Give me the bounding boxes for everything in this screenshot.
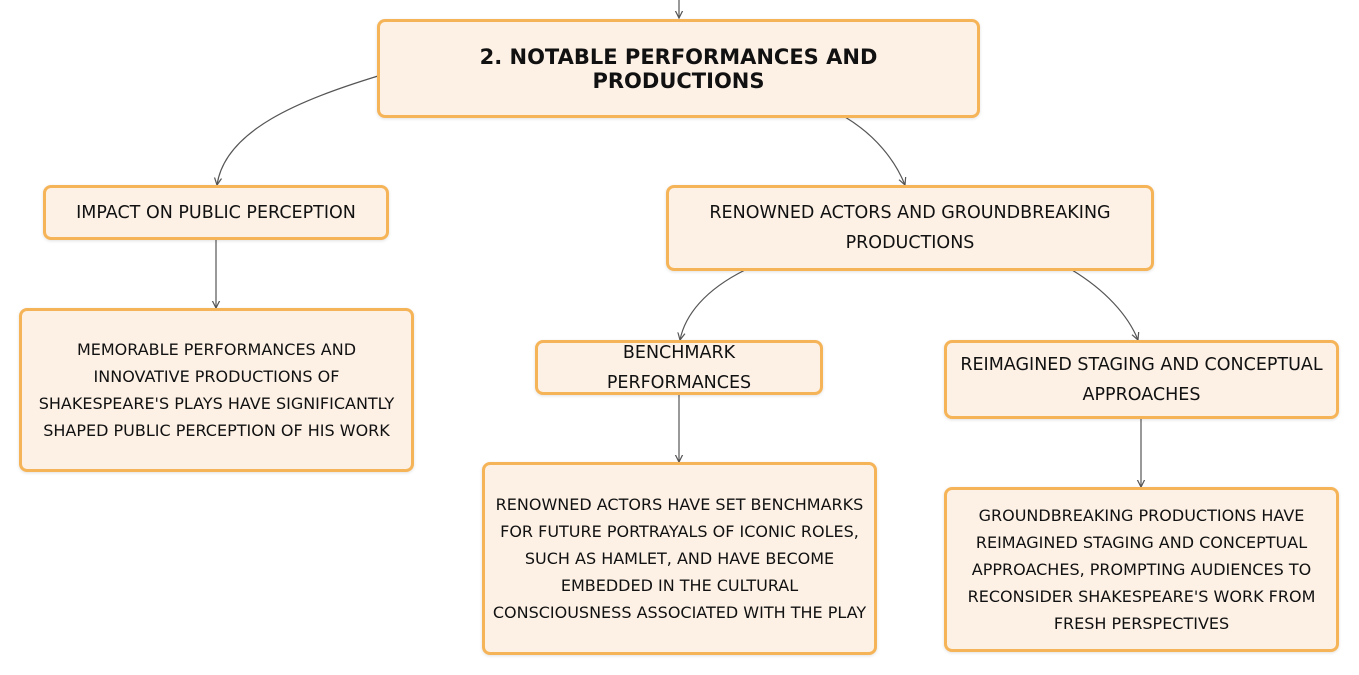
impact-node-label: IMPACT ON PUBLIC PERCEPTION xyxy=(76,202,356,223)
connector-root-impact xyxy=(217,75,379,185)
reimagined-detail-text: GROUNDBREAKING PRODUCTIONS HAVE REIMAGIN… xyxy=(967,506,1316,633)
benchmark-detail-node[interactable]: RENOWNED ACTORS HAVE SET BENCHMARKS FOR … xyxy=(482,462,877,655)
impact-node[interactable]: IMPACT ON PUBLIC PERCEPTION xyxy=(43,185,389,240)
connector-renowned-benchmark xyxy=(680,269,746,340)
connector-renowned-reimagined xyxy=(1071,269,1138,340)
benchmark-detail-text: RENOWNED ACTORS HAVE SET BENCHMARKS FOR … xyxy=(492,495,867,622)
root-node[interactable]: 2. NOTABLE PERFORMANCES AND PRODUCTIONS xyxy=(377,19,980,118)
impact-detail-text: MEMORABLE PERFORMANCES AND INNOVATIVE PR… xyxy=(38,340,395,440)
reimagined-detail-node[interactable]: GROUNDBREAKING PRODUCTIONS HAVE REIMAGIN… xyxy=(944,487,1339,652)
impact-detail-node[interactable]: MEMORABLE PERFORMANCES AND INNOVATIVE PR… xyxy=(19,308,414,472)
reimagined-node[interactable]: REIMAGINED STAGING AND CONCEPTUAL APPROA… xyxy=(944,340,1339,419)
connector-root-renowned xyxy=(844,116,905,185)
benchmark-node[interactable]: BENCHMARK PERFORMANCES xyxy=(535,340,823,395)
renowned-node[interactable]: RENOWNED ACTORS AND GROUNDBREAKING PRODU… xyxy=(666,185,1154,271)
reimagined-node-label: REIMAGINED STAGING AND CONCEPTUAL APPROA… xyxy=(960,354,1323,405)
root-node-label: 2. NOTABLE PERFORMANCES AND PRODUCTIONS xyxy=(479,44,878,93)
renowned-node-label: RENOWNED ACTORS AND GROUNDBREAKING PRODU… xyxy=(709,203,1111,253)
benchmark-node-label: BENCHMARK PERFORMANCES xyxy=(606,342,752,393)
